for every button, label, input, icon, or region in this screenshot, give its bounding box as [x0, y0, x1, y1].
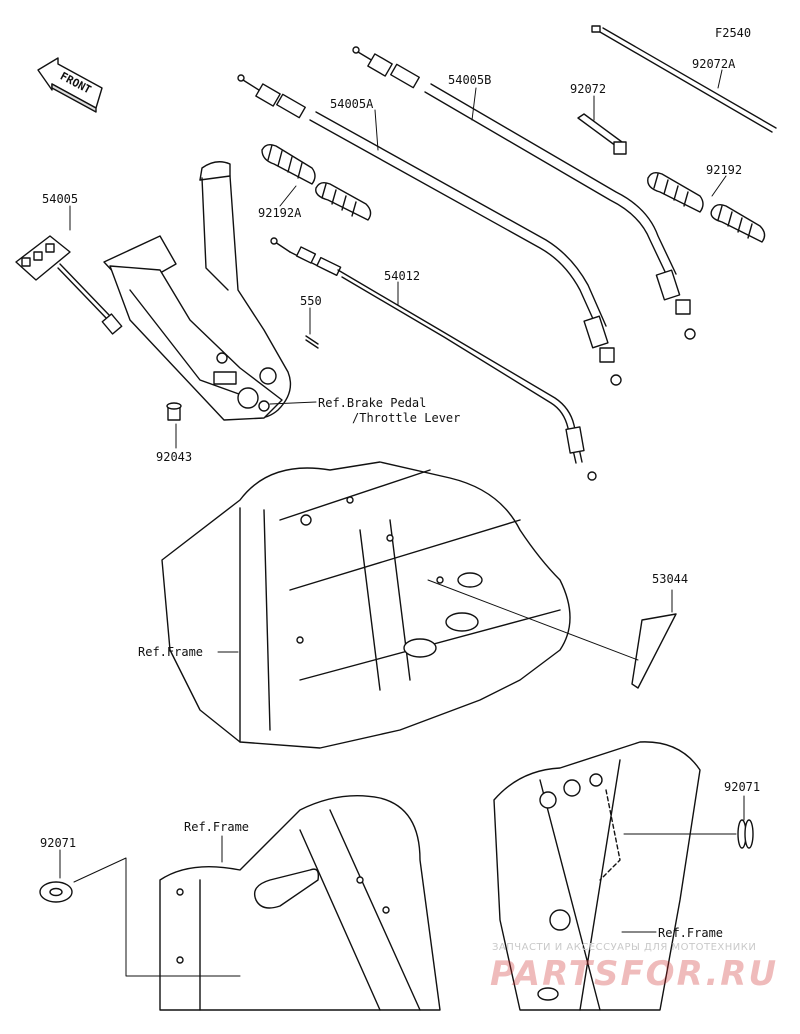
cable-tie-92072A [591, 25, 777, 133]
label-92072: 92072 [570, 82, 607, 96]
grommet-92071-right [737, 819, 754, 849]
label-53044: 53044 [652, 572, 689, 586]
label-92071-left: 92071 [40, 836, 77, 850]
cable-54005A [237, 74, 622, 386]
frame-section-lower-left [159, 795, 441, 1011]
cable-54005B [352, 46, 696, 340]
bar-53044 [631, 613, 677, 689]
label-ref-throttle-lever: /Throttle Lever [352, 411, 461, 425]
label-54005: 54005 [42, 192, 79, 206]
grip-cover-92192 [647, 171, 766, 243]
grommet-92071-left [39, 881, 73, 903]
pin-550 [305, 335, 319, 349]
label-54012: 54012 [384, 269, 421, 283]
front-arrow-icon [37, 57, 103, 113]
label-92071-right: 92071 [724, 780, 761, 794]
label-ref-brake-pedal: Ref.Brake Pedal [318, 396, 427, 410]
bolt-92043 [166, 402, 182, 421]
leader-lines [59, 69, 745, 977]
label-54005A: 54005A [330, 97, 374, 111]
label-ref-frame-middle: Ref.Frame [138, 645, 204, 659]
frame-section-middle [161, 461, 571, 749]
label-ref-frame-lower-left: Ref.Frame [184, 820, 250, 834]
label-54005B: 54005B [448, 73, 492, 87]
watermark-brand: PARTSFOR.RU [490, 954, 779, 994]
cable-54012 [270, 237, 597, 481]
grip-cover-92192A [261, 143, 372, 221]
frame-section-lower-right [493, 741, 701, 1011]
label-ref-frame-lower-right: Ref.Frame [658, 926, 724, 940]
label-92043: 92043 [156, 450, 193, 464]
figure-code: F2540 [715, 26, 752, 40]
label-92072A: 92072A [692, 57, 736, 71]
label-92192: 92192 [706, 163, 743, 177]
switch-54005 [15, 235, 123, 335]
label-550: 550 [300, 294, 322, 308]
label-92192A: 92192A [258, 206, 302, 220]
cable-tie-92072 [577, 113, 627, 155]
watermark-subtitle: ЗАПЧАСТИ И АКСЕССУАРЫ ДЛЯ МОТОТЕХНИКИ [492, 942, 757, 953]
lever-assembly [103, 161, 292, 421]
